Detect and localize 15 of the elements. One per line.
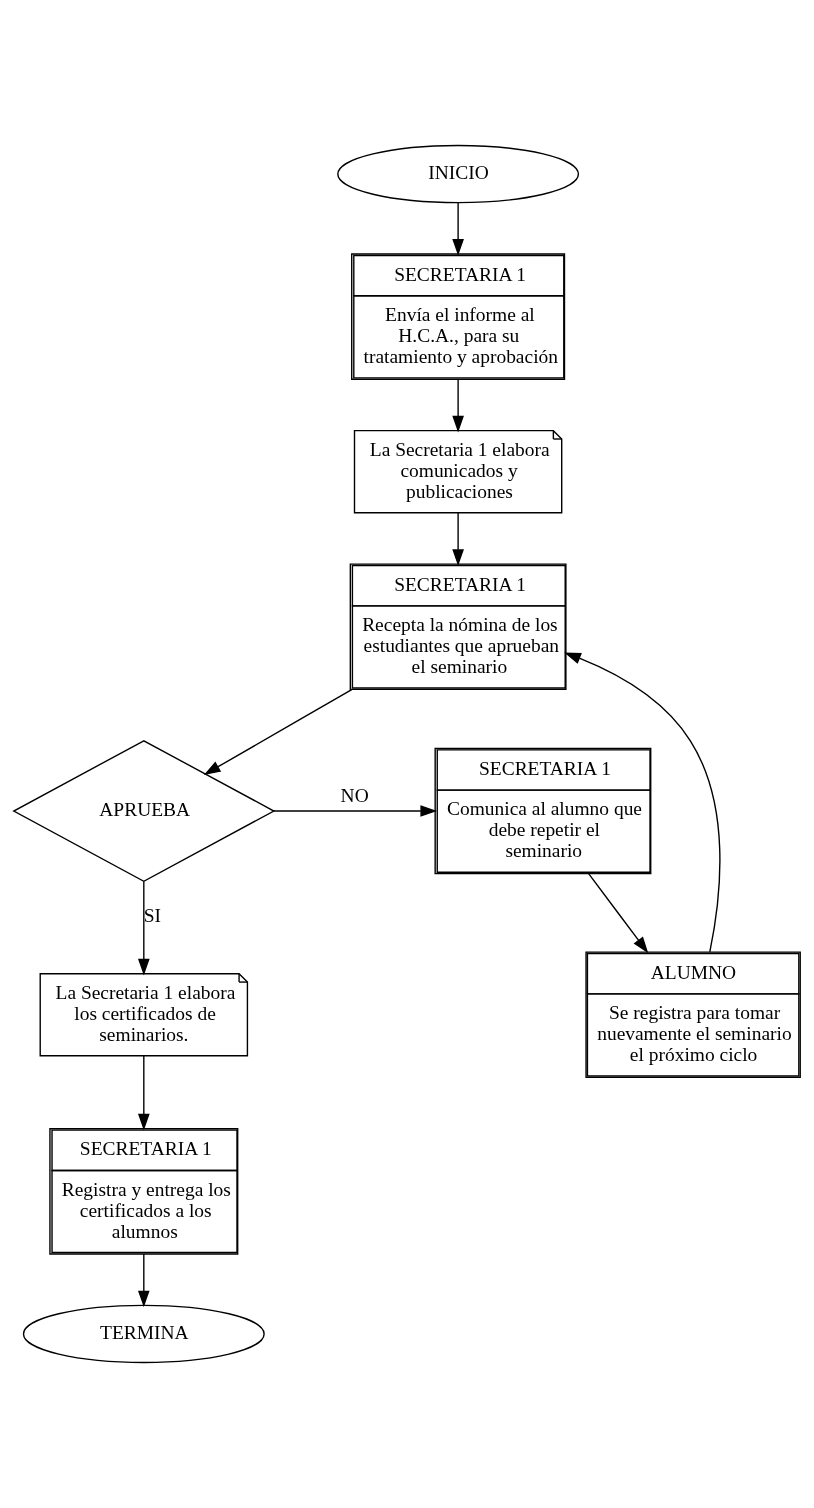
arrow bbox=[137, 1055, 150, 1131]
edge-label: NO bbox=[340, 784, 369, 806]
arrow bbox=[137, 880, 150, 976]
arrow bbox=[203, 688, 353, 775]
arrow bbox=[137, 1253, 150, 1308]
arrow bbox=[452, 202, 464, 256]
edge-label: SI bbox=[143, 904, 162, 926]
arrow bbox=[273, 805, 438, 817]
node-ellipse: TERMINA bbox=[22, 1304, 265, 1364]
node-ellipse: INICIO bbox=[337, 144, 580, 204]
arrow bbox=[564, 652, 721, 953]
arrow bbox=[452, 378, 464, 433]
node-diamond: APRUEBA bbox=[12, 740, 276, 883]
arrow bbox=[452, 512, 464, 566]
arrow bbox=[588, 873, 649, 954]
